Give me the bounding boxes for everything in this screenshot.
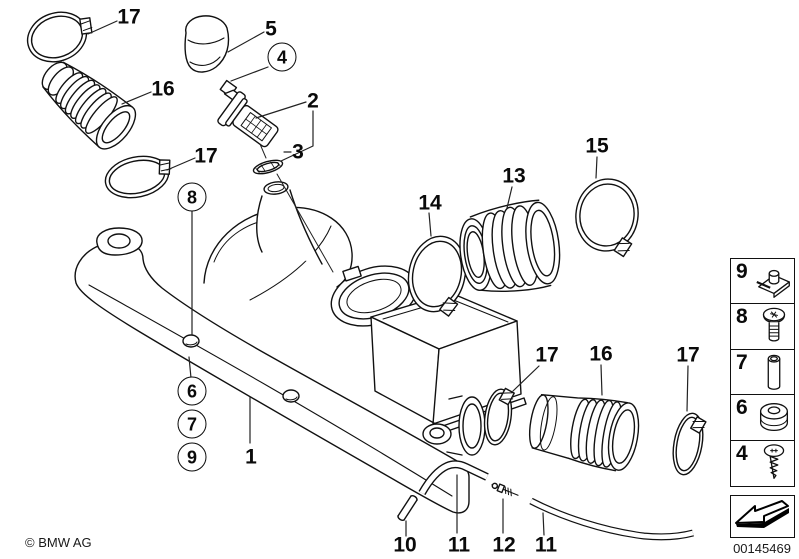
elbow-hose-11 bbox=[422, 464, 487, 493]
callout-16-bottom: 16 bbox=[589, 342, 613, 366]
callout-14: 14 bbox=[418, 191, 442, 215]
leader-lines bbox=[88, 21, 688, 536]
legend-direction-box bbox=[730, 495, 795, 538]
callout-17-bottom: 17 bbox=[676, 343, 700, 367]
o-ring-3 bbox=[252, 158, 284, 177]
vent-tube-10 bbox=[398, 496, 417, 520]
connector-12 bbox=[491, 482, 520, 499]
callout-11-long: 11 bbox=[534, 533, 558, 557]
legend-row-4: 4 bbox=[730, 439, 795, 487]
callout-11-elbow: 11 bbox=[447, 533, 471, 557]
legend-label-6: 6 bbox=[736, 396, 748, 420]
callout-circled-7: 7 bbox=[177, 409, 207, 439]
callout-circled-4: 4 bbox=[267, 42, 297, 72]
corrugated-hose-16-top bbox=[31, 50, 143, 155]
callout-circled-8: 8 bbox=[177, 182, 207, 212]
callout-10: 10 bbox=[393, 533, 417, 557]
corrugated-hose-16-bottom bbox=[525, 387, 643, 474]
legend-label-7: 7 bbox=[736, 350, 748, 374]
hose-clamp-15 bbox=[571, 175, 643, 258]
long-hose-11 bbox=[531, 501, 693, 537]
callout-circled-6: 6 bbox=[177, 376, 207, 406]
diagram-number: 00145469 bbox=[733, 541, 791, 556]
callout-16-top-left: 16 bbox=[151, 77, 175, 101]
copyright-text: © BMW AG bbox=[25, 535, 92, 550]
callout-12: 12 bbox=[492, 533, 516, 557]
callout-13: 13 bbox=[502, 164, 526, 188]
self-tapping-screw-icon bbox=[755, 443, 793, 485]
callout-17-outlet: 17 bbox=[535, 343, 559, 367]
hose-clamp-14 bbox=[402, 231, 473, 318]
legend-label-4: 4 bbox=[736, 441, 748, 465]
callout-5: 5 bbox=[265, 17, 277, 41]
corrugated-hose-13 bbox=[455, 198, 565, 298]
callout-15: 15 bbox=[585, 134, 609, 158]
hose-clamp-17-a bbox=[21, 2, 101, 70]
direction-arrow-icon bbox=[731, 496, 789, 528]
torx-screw-icon bbox=[755, 306, 793, 348]
callout-2: 2 bbox=[307, 89, 319, 113]
legend-label-8: 8 bbox=[736, 305, 748, 329]
parts-legend: 9 8 7 bbox=[730, 258, 795, 487]
hose-clamp-17-d bbox=[669, 411, 707, 477]
callout-17-top-left: 17 bbox=[117, 5, 141, 29]
legend-row-8: 8 bbox=[730, 303, 795, 351]
callout-1: 1 bbox=[245, 445, 257, 469]
hose-clamp-17-b bbox=[102, 150, 176, 203]
spacer-sleeve-icon bbox=[755, 352, 793, 394]
clip-nut-icon bbox=[755, 261, 793, 303]
rubber-grommet-icon bbox=[755, 397, 793, 439]
legend-row-7: 7 bbox=[730, 348, 795, 396]
legend-row-6: 6 bbox=[730, 394, 795, 442]
callout-17-mid-left: 17 bbox=[194, 144, 218, 168]
legend-row-9: 9 bbox=[730, 258, 795, 305]
legend-label-9: 9 bbox=[736, 260, 748, 283]
callout-circled-9: 9 bbox=[177, 442, 207, 472]
callout-3: 3 bbox=[292, 140, 304, 164]
hose-clamp-17-c bbox=[481, 386, 515, 446]
sensor-cover-5 bbox=[185, 16, 228, 72]
maf-sensor bbox=[204, 81, 284, 154]
